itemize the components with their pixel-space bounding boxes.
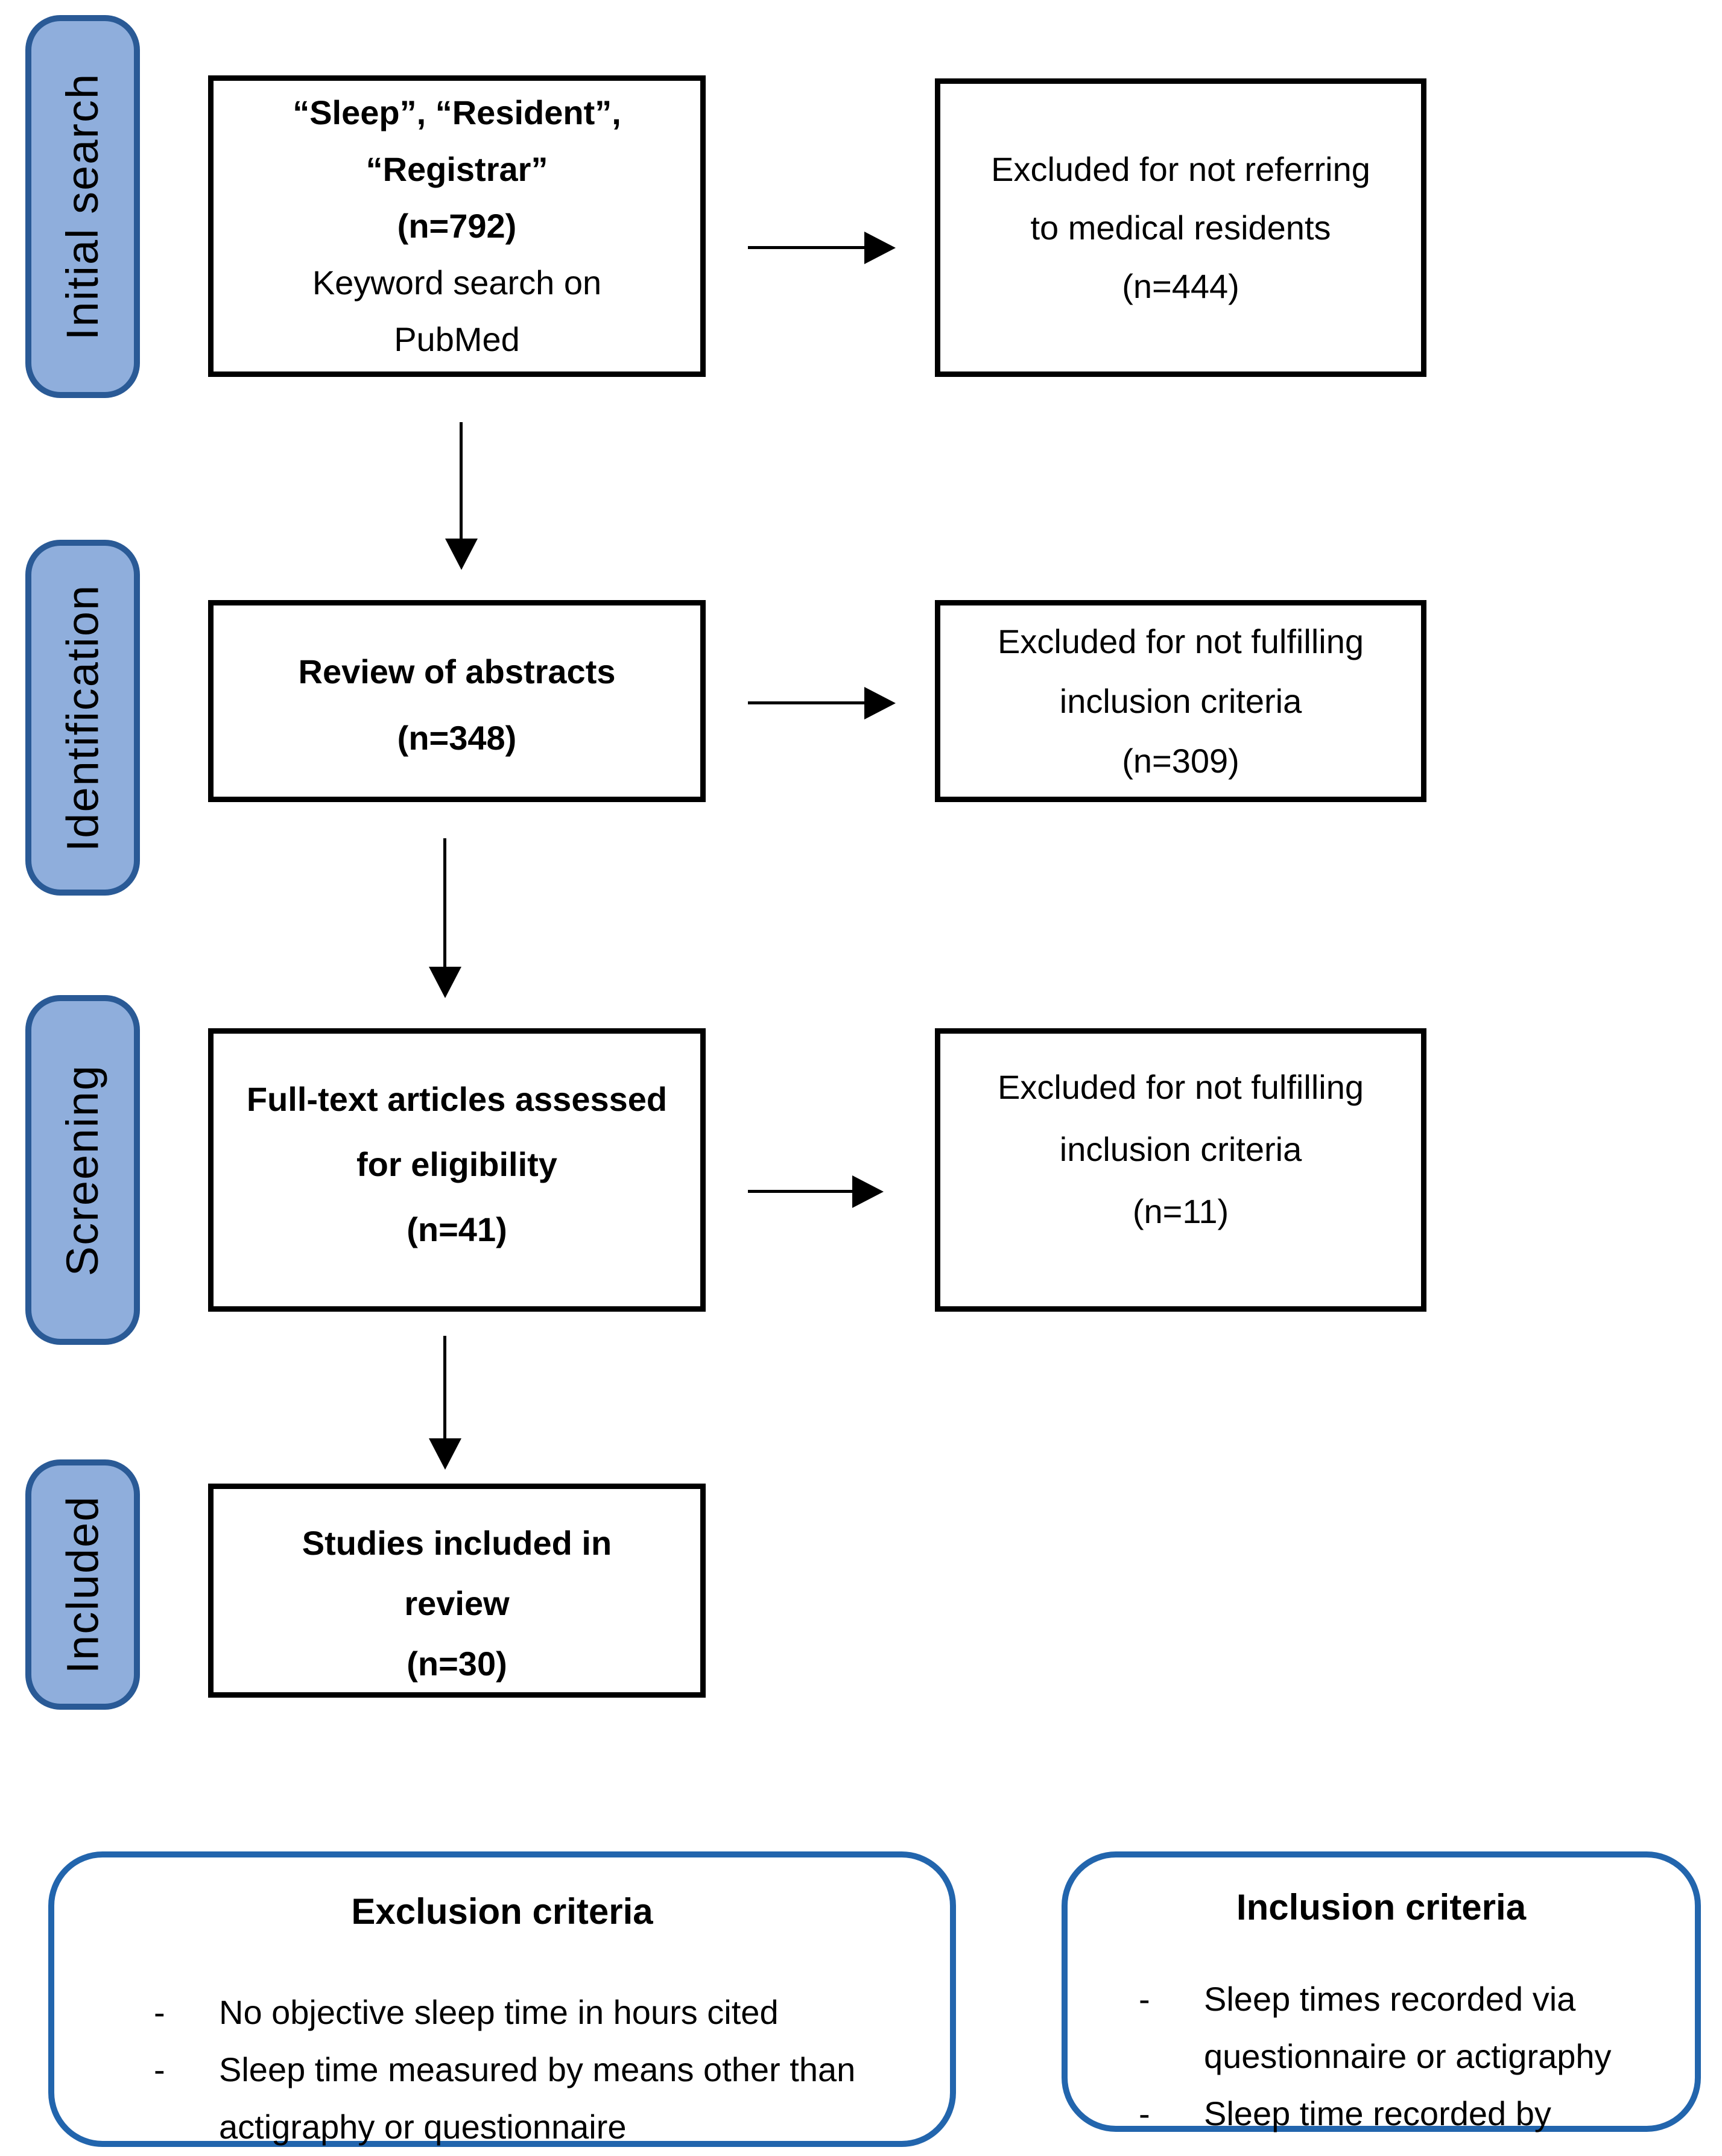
arrowhead-down-icon bbox=[429, 967, 461, 998]
inclusion-criteria-box: Inclusion criteria - Sleep times recorde… bbox=[1062, 1851, 1701, 2132]
bullet-dash: - bbox=[154, 1993, 165, 2031]
stage-label: Identification bbox=[57, 584, 108, 852]
arrowhead-right-icon bbox=[864, 687, 896, 719]
flow-box-studies-included: Studies included in review (n=30) bbox=[208, 1484, 706, 1698]
stage-included: Included bbox=[25, 1459, 140, 1710]
excluded-box-line: Excluded for not referring bbox=[991, 150, 1370, 188]
bullet-item: - Sleep time recorded by bbox=[1068, 2085, 1695, 2142]
flow-box-fulltext-assessment: Full-text articles assessed for eligibil… bbox=[208, 1028, 706, 1312]
excluded-box-fulltext: Excluded for not fulfilling inclusion cr… bbox=[935, 1028, 1426, 1312]
flow-box-line: (n=348) bbox=[397, 719, 517, 757]
criteria-title: Inclusion criteria bbox=[1236, 1887, 1527, 1927]
bullet-text: Sleep times recorded via questionnaire o… bbox=[1204, 1980, 1612, 2075]
flow-box-line: (n=41) bbox=[407, 1210, 507, 1248]
bullet-item: - Sleep times recorded via questionnaire… bbox=[1068, 1970, 1695, 2085]
stage-label: Initial search bbox=[57, 72, 108, 341]
flow-box-line: “Sleep”, “Resident”, bbox=[293, 93, 621, 131]
stage-label: Included bbox=[57, 1495, 108, 1674]
arrowhead-down-icon bbox=[429, 1438, 461, 1470]
flow-box-line: Review of abstracts bbox=[298, 653, 616, 691]
stage-initial-search: Initial search bbox=[25, 15, 140, 398]
excluded-box-line: inclusion criteria bbox=[1059, 682, 1302, 720]
arrowhead-down-icon bbox=[445, 539, 478, 570]
criteria-list: - Sleep times recorded via questionnaire… bbox=[1068, 1970, 1695, 2142]
bullet-text: No objective sleep time in hours cited bbox=[219, 1993, 779, 2031]
flow-box-line: (n=792) bbox=[397, 207, 517, 245]
arrow-line bbox=[748, 701, 869, 704]
flow-box-line: Full-text articles assessed bbox=[246, 1080, 668, 1118]
flow-box-line: “Registrar” bbox=[366, 150, 548, 188]
bullet-dash: - bbox=[154, 2050, 165, 2088]
flow-box-initial-search: “Sleep”, “Resident”, “Registrar” (n=792)… bbox=[208, 75, 706, 377]
arrow-line bbox=[748, 1190, 856, 1193]
criteria-title: Exclusion criteria bbox=[351, 1891, 653, 1932]
exclusion-criteria-box: Exclusion criteria - No objective sleep … bbox=[48, 1851, 956, 2147]
arrow-line bbox=[460, 422, 463, 543]
bullet-text: Sleep time measured by means other than … bbox=[219, 2050, 856, 2146]
excluded-box-line: (n=309) bbox=[1122, 742, 1239, 780]
flow-box-line: review bbox=[404, 1584, 510, 1622]
excluded-box-line: (n=11) bbox=[1132, 1192, 1229, 1230]
flow-box-line: Studies included in bbox=[302, 1524, 612, 1562]
stage-screening: Screening bbox=[25, 995, 140, 1345]
excluded-box-line: (n=444) bbox=[1122, 267, 1239, 305]
bullet-dash: - bbox=[1139, 1980, 1150, 2018]
flow-box-line: for eligibility bbox=[356, 1145, 557, 1183]
arrow-line bbox=[443, 838, 446, 970]
excluded-box-line: Excluded for not fulfilling bbox=[997, 1067, 1364, 1106]
flow-box-line: (n=30) bbox=[407, 1645, 507, 1683]
excluded-box-abstracts: Excluded for not fulfilling inclusion cr… bbox=[935, 600, 1426, 802]
arrow-line bbox=[443, 1336, 446, 1441]
excluded-box-line: inclusion criteria bbox=[1059, 1130, 1302, 1168]
flow-box-line: Keyword search on bbox=[312, 264, 602, 302]
flow-box-line: PubMed bbox=[394, 320, 520, 358]
excluded-box-line: Excluded for not fulfilling bbox=[997, 622, 1364, 660]
arrowhead-right-icon bbox=[852, 1175, 884, 1208]
stage-identification: Identification bbox=[25, 540, 140, 896]
arrow-line bbox=[748, 246, 869, 249]
excluded-box-not-residents: Excluded for not referring to medical re… bbox=[935, 78, 1426, 377]
bullet-item: - No objective sleep time in hours cited bbox=[54, 1984, 950, 2041]
criteria-list: - No objective sleep time in hours cited… bbox=[54, 1984, 950, 2155]
flow-box-abstract-review: Review of abstracts (n=348) bbox=[208, 600, 706, 802]
bullet-dash: - bbox=[1139, 2094, 1150, 2132]
excluded-box-line: to medical residents bbox=[1030, 209, 1331, 247]
bullet-text: Sleep time recorded by bbox=[1204, 2094, 1551, 2132]
stage-label: Screening bbox=[57, 1064, 108, 1276]
arrowhead-right-icon bbox=[864, 232, 896, 264]
bullet-item: - Sleep time measured by means other tha… bbox=[54, 2041, 950, 2155]
